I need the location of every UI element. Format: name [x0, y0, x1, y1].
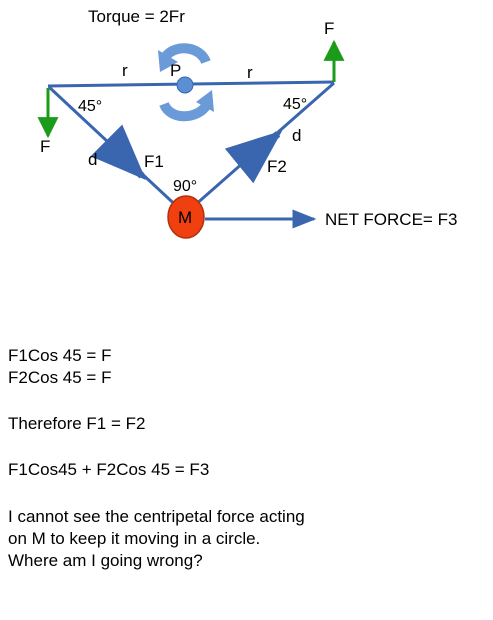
- sum-equation: F1Cos45 + F2Cos 45 = F3: [8, 460, 210, 479]
- angle-bottom-label: 90°: [173, 178, 197, 195]
- f2-arrow: [224, 130, 283, 184]
- net-force-label: NET FORCE= F3: [325, 210, 457, 229]
- equation-f2: F2Cos 45 = F: [8, 368, 112, 387]
- f1-arrow: [90, 124, 146, 180]
- pivot-point: [176, 76, 194, 94]
- equations-block: F1Cos 45 = F F2Cos 45 = F: [8, 345, 328, 389]
- counterclockwise-rotation-arrow-icon: [158, 43, 211, 72]
- question-block: I cannot see the centripetal force actin…: [8, 506, 313, 572]
- force-left-label: F: [40, 137, 50, 156]
- f1-label: F1: [144, 152, 164, 171]
- d-right-label: d: [292, 126, 301, 145]
- r-left-label: r: [122, 61, 128, 80]
- force-diagram: Torque = 2Fr P r r F F 45° 45° 90° d d F…: [37, 7, 457, 239]
- d-left-label: d: [88, 150, 97, 169]
- therefore-line: Therefore F1 = F2: [8, 413, 328, 435]
- therefore-text: Therefore F1 = F2: [8, 414, 146, 433]
- pivot-label: P: [170, 61, 181, 80]
- f2-label: F2: [267, 157, 287, 176]
- torque-label: Torque = 2Fr: [88, 7, 185, 26]
- force-right-label: F: [324, 19, 334, 38]
- angle-right-label: 45°: [283, 96, 307, 113]
- clockwise-rotation-arrow-icon: [159, 90, 214, 122]
- mass-label: M: [178, 208, 192, 227]
- question-text: I cannot see the centripetal force actin…: [8, 507, 305, 570]
- r-right-label: r: [247, 63, 253, 82]
- mass-ball: [167, 195, 205, 239]
- angle-left-label: 45°: [78, 98, 102, 115]
- sum-line: F1Cos45 + F2Cos 45 = F3: [8, 459, 328, 481]
- equation-f1: F1Cos 45 = F: [8, 346, 112, 365]
